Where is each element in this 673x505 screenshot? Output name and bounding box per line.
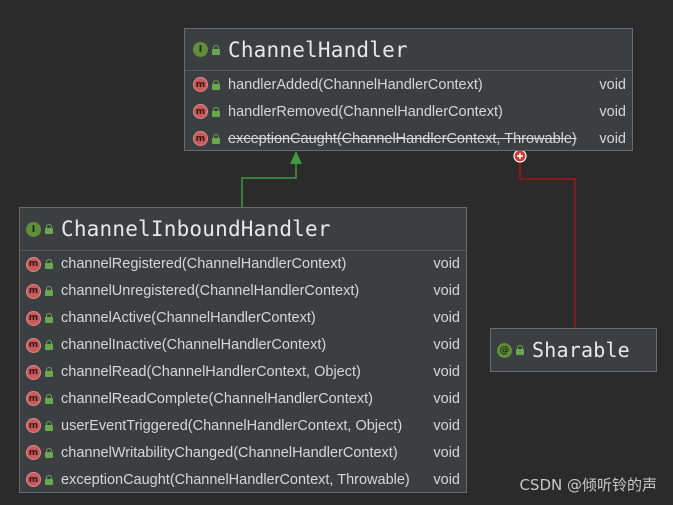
method-icon: m xyxy=(193,77,208,92)
lock-icon xyxy=(45,447,53,458)
method-icon: m xyxy=(26,256,41,272)
method-return-type: void xyxy=(433,256,460,273)
lock-icon xyxy=(45,224,53,234)
lock-icon xyxy=(45,286,53,297)
method-row[interactable]: m channelRegistered(ChannelHandlerContex… xyxy=(20,251,466,278)
channel-handler-box[interactable]: I ChannelHandler m handlerAdded(ChannelH… xyxy=(184,28,633,151)
lock-icon xyxy=(45,420,53,431)
method-signature: handlerRemoved(ChannelHandlerContext) xyxy=(228,103,503,120)
method-signature: userEventTriggered(ChannelHandlerContext… xyxy=(61,417,403,434)
inheritance-edge xyxy=(241,158,297,207)
method-signature: channelRegistered(ChannelHandlerContext) xyxy=(61,256,347,273)
lock-icon xyxy=(45,340,53,351)
method-row[interactable]: m channelUnregistered(ChannelHandlerCont… xyxy=(20,278,466,305)
lock-icon xyxy=(212,79,220,90)
channel-inbound-handler-box[interactable]: I ChannelInboundHandler m channelRegiste… xyxy=(19,207,467,493)
sharable-title: Sharable xyxy=(532,338,630,362)
method-signature: exceptionCaught(ChannelHandlerContext, T… xyxy=(228,130,577,147)
method-row[interactable]: m channelWritabilityChanged(ChannelHandl… xyxy=(20,439,466,466)
sharable-box[interactable]: @ Sharable xyxy=(490,328,657,372)
method-icon: m xyxy=(26,445,41,461)
lock-icon xyxy=(45,367,53,377)
lock-icon xyxy=(45,393,53,404)
method-icon: m xyxy=(26,472,41,488)
lock-icon xyxy=(45,313,53,324)
lock-icon xyxy=(45,259,53,270)
method-return-type: void xyxy=(433,283,460,300)
method-row[interactable]: m userEventTriggered(ChannelHandlerConte… xyxy=(20,412,466,439)
method-signature: exceptionCaught(ChannelHandlerContext, T… xyxy=(61,471,410,488)
method-return-type: void xyxy=(433,417,460,434)
method-icon: m xyxy=(26,283,41,299)
lock-icon xyxy=(212,133,220,144)
watermark: CSDN @倾听铃的声 xyxy=(519,476,657,494)
lock-icon xyxy=(516,345,524,355)
method-row[interactable]: m handlerRemoved(ChannelHandlerContext) … xyxy=(185,98,632,125)
method-return-type: void xyxy=(433,444,460,461)
channel-inbound-handler-header: I ChannelInboundHandler xyxy=(20,208,466,251)
method-row[interactable]: m exceptionCaught(ChannelHandlerContext,… xyxy=(20,466,466,493)
method-icon: m xyxy=(26,418,41,434)
inheritance-arrowhead xyxy=(290,151,302,164)
method-signature: channelRead(ChannelHandlerContext, Objec… xyxy=(61,364,361,380)
method-row[interactable]: m channelReadComplete(ChannelHandlerCont… xyxy=(20,385,466,412)
method-icon: m xyxy=(26,337,41,353)
method-icon: m xyxy=(193,131,208,146)
method-return-type: void xyxy=(599,103,626,120)
method-signature: channelReadComplete(ChannelHandlerContex… xyxy=(61,390,373,407)
lock-icon xyxy=(212,106,220,117)
method-icon: m xyxy=(193,104,208,119)
channel-handler-header: I ChannelHandler xyxy=(185,29,632,71)
interface-icon: I xyxy=(26,221,41,237)
method-row[interactable]: m channelInactive(ChannelHandlerContext)… xyxy=(20,332,466,359)
sharable-header: @ Sharable xyxy=(491,329,656,371)
method-row[interactable]: m exceptionCaught(ChannelHandlerContext,… xyxy=(185,125,632,152)
method-return-type: void xyxy=(433,310,460,327)
method-icon: m xyxy=(26,310,41,326)
method-return-type: void xyxy=(433,390,460,407)
method-signature: channelWritabilityChanged(ChannelHandler… xyxy=(61,444,398,461)
interface-icon: I xyxy=(193,42,208,57)
method-row[interactable]: m channelRead(ChannelHandlerContext, Obj… xyxy=(20,359,466,386)
lock-icon xyxy=(45,474,53,485)
method-row[interactable]: m handlerAdded(ChannelHandlerContext) vo… xyxy=(185,71,632,98)
method-row[interactable]: m channelActive(ChannelHandlerContext) v… xyxy=(20,305,466,332)
channel-inbound-handler-title: ChannelInboundHandler xyxy=(61,217,331,241)
method-return-type: void xyxy=(433,364,460,380)
method-signature: channelActive(ChannelHandlerContext) xyxy=(61,310,316,327)
method-return-type: void xyxy=(433,471,460,488)
method-signature: channelUnregistered(ChannelHandlerContex… xyxy=(61,283,360,300)
annotation-icon: @ xyxy=(497,342,512,358)
inner-class-edge xyxy=(519,163,576,328)
method-icon: m xyxy=(26,391,41,407)
method-return-type: void xyxy=(599,130,626,147)
method-return-type: void xyxy=(599,76,626,93)
method-signature: handlerAdded(ChannelHandlerContext) xyxy=(228,76,483,93)
channel-handler-title: ChannelHandler xyxy=(228,37,408,62)
method-signature: channelInactive(ChannelHandlerContext) xyxy=(61,337,327,354)
method-return-type: void xyxy=(433,337,460,354)
lock-icon xyxy=(212,44,220,55)
method-icon: m xyxy=(26,364,41,380)
